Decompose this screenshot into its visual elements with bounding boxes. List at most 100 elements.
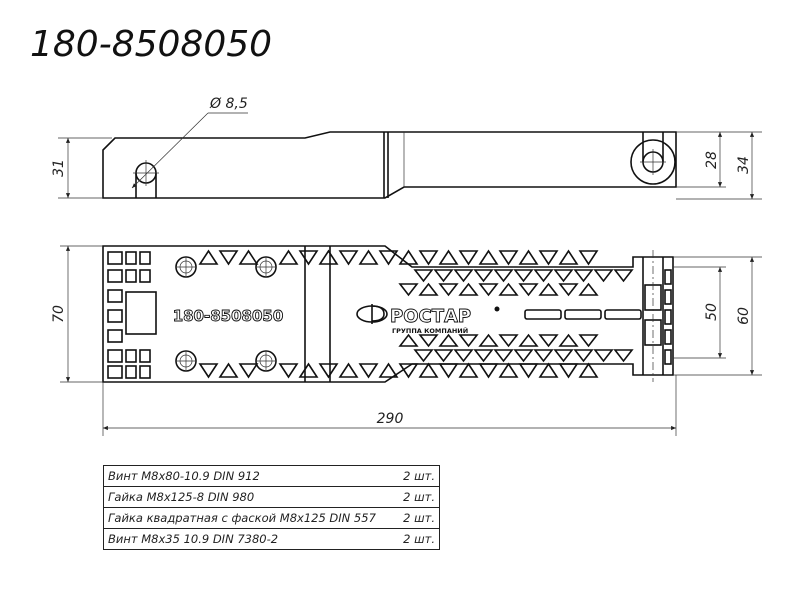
drawing-title: 180-8508050 xyxy=(30,24,272,65)
lattice-cell xyxy=(107,289,123,303)
lattice-cell xyxy=(107,309,123,323)
lattice-cell xyxy=(218,362,239,378)
lattice-cell xyxy=(107,365,123,379)
lattice-cell xyxy=(538,282,559,296)
lattice-cell xyxy=(558,363,579,379)
lattice-cell xyxy=(125,291,157,335)
lattice-cell xyxy=(478,283,499,297)
lattice-cell xyxy=(398,283,419,297)
hole-diameter-label: Ø 8,5 xyxy=(209,96,248,112)
lattice-cell xyxy=(107,329,123,343)
lattice-cell xyxy=(478,249,499,265)
side-outline xyxy=(102,131,677,199)
lattice-cell xyxy=(538,334,559,348)
lattice-cell xyxy=(478,363,499,379)
lattice-cell xyxy=(418,282,439,296)
lattice-cell xyxy=(513,269,534,283)
lattice-cell xyxy=(573,269,594,283)
lattice-pattern xyxy=(107,249,672,379)
lattice-cell xyxy=(139,269,151,283)
lattice-cell xyxy=(418,334,439,348)
lattice-cell xyxy=(458,362,479,378)
lattice-cell xyxy=(338,362,359,378)
lattice-cell xyxy=(139,365,151,379)
lattice-cell xyxy=(378,362,399,378)
lattice-cell xyxy=(538,362,559,378)
lattice-cell xyxy=(518,363,539,379)
dim-70: 70 xyxy=(51,305,67,323)
lattice-cell xyxy=(298,362,319,378)
lattice-cell xyxy=(433,269,454,283)
lattice-cell xyxy=(438,363,459,379)
lattice-cell xyxy=(524,309,562,320)
logo-name: РОСТАР xyxy=(390,306,471,327)
item-name: Гайка М8х125-8 DIN 980 xyxy=(103,486,397,508)
item-name: Винт М8х35 10.9 DIN 7380-2 xyxy=(103,528,397,550)
lattice-cell xyxy=(498,282,519,296)
lattice-cell xyxy=(125,365,137,379)
item-qty: 2 шт. xyxy=(396,486,440,508)
lattice-cell xyxy=(604,309,642,320)
lattice-cell xyxy=(238,249,259,265)
lattice-cell xyxy=(107,251,123,265)
item-name: Гайка квадратная с фаской М8х125 DIN 557 xyxy=(103,507,397,529)
lattice-cell xyxy=(398,333,419,347)
lattice-cell xyxy=(278,249,299,265)
lattice-cell xyxy=(125,251,137,265)
lattice-cell xyxy=(553,349,574,363)
rostar-logo: РОСТАР ГРУППА КОМПАНИЙ xyxy=(356,304,500,335)
lattice-cell xyxy=(198,363,219,379)
lattice-cell xyxy=(564,309,602,320)
lattice-cell xyxy=(664,269,672,285)
lattice-cell xyxy=(498,362,519,378)
logo-tagline: ГРУППА КОМПАНИЙ xyxy=(392,326,468,335)
lattice-cell xyxy=(473,349,494,363)
lattice-cell xyxy=(558,249,579,265)
lattice-cell xyxy=(125,349,137,363)
lattice-cell xyxy=(358,363,379,379)
lattice-cell xyxy=(358,249,379,265)
side-view: Ø 8,5 31 28 34 xyxy=(51,96,762,200)
item-qty: 2 шт. xyxy=(396,507,440,529)
lattice-cell xyxy=(553,269,574,283)
dim-34: 34 xyxy=(736,156,752,174)
lattice-cell xyxy=(139,251,151,265)
lattice-cell xyxy=(533,349,554,363)
lattice-cell xyxy=(318,363,339,379)
lattice-cell xyxy=(298,250,319,266)
lattice-cell xyxy=(398,249,419,265)
lattice-cell xyxy=(578,362,599,378)
lattice-cell xyxy=(664,289,672,305)
lattice-cell xyxy=(578,282,599,296)
lattice-cell xyxy=(438,333,459,347)
lattice-cell xyxy=(318,249,339,265)
lattice-cell xyxy=(613,269,634,283)
dim-28: 28 xyxy=(704,151,720,169)
lattice-cell xyxy=(438,249,459,265)
dim-60: 60 xyxy=(736,307,752,325)
lattice-cell xyxy=(458,282,479,296)
lattice-cell xyxy=(578,250,599,266)
lattice-cell xyxy=(493,349,514,363)
lattice-cell xyxy=(578,334,599,348)
part-marking: 180-8508050 xyxy=(173,307,284,325)
lattice-cell xyxy=(518,249,539,265)
lattice-cell xyxy=(493,269,514,283)
lattice-cell xyxy=(453,349,474,363)
lattice-cell xyxy=(518,333,539,347)
lattice-cell xyxy=(613,349,634,363)
lattice-cell xyxy=(558,333,579,347)
lattice-cell xyxy=(558,283,579,297)
lattice-cell xyxy=(433,349,454,363)
lattice-cell xyxy=(533,269,554,283)
lattice-cell xyxy=(398,363,419,379)
dim-31: 31 xyxy=(51,159,67,177)
lattice-cell xyxy=(458,334,479,348)
lattice-cell xyxy=(473,269,494,283)
dim-50: 50 xyxy=(704,303,720,321)
table-row: Гайка квадратная с фаской М8х125 DIN 557… xyxy=(103,507,440,529)
lattice-cell xyxy=(338,250,359,266)
